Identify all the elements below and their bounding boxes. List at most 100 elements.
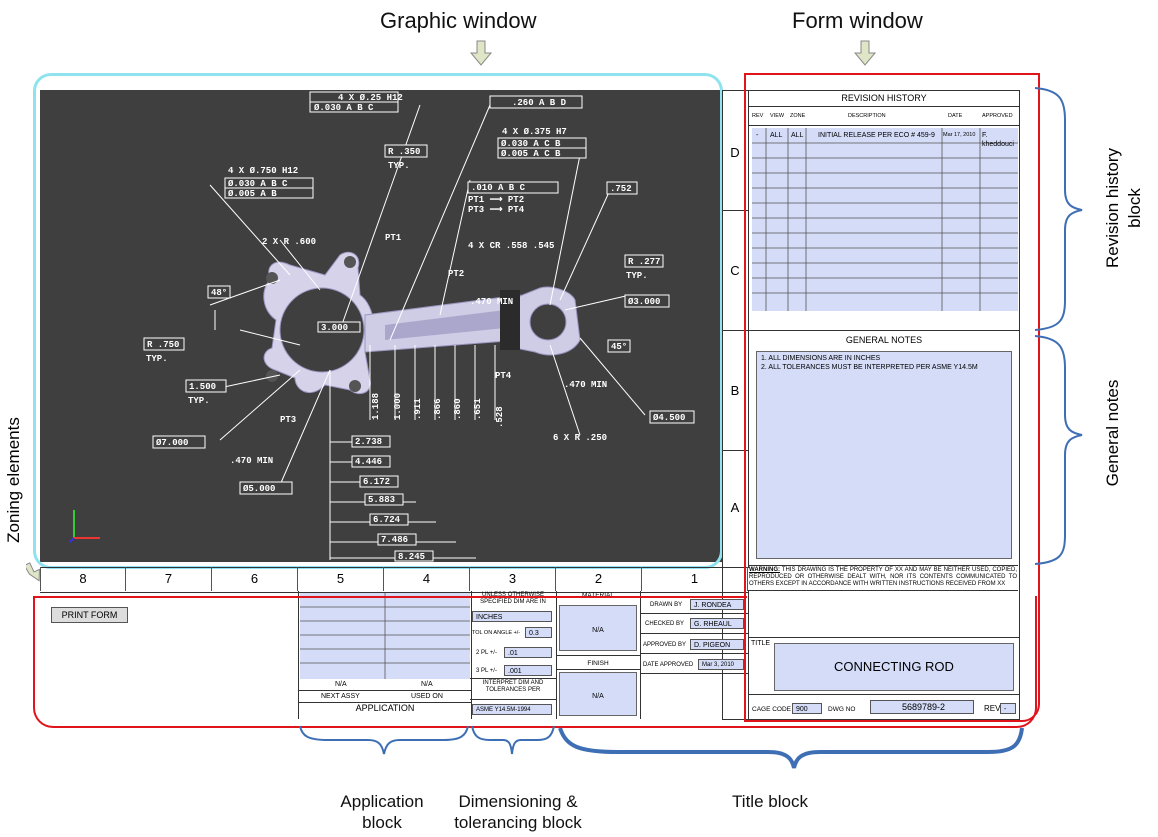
print-form-button[interactable]: PRINT FORM	[51, 607, 128, 623]
dim-label: 4 X Ø.750 H12	[228, 166, 298, 176]
graphic-window[interactable]: 4 X Ø.25 H12 Ø.030 A B C .260 A B D R .3…	[40, 90, 722, 562]
date-header: DATE	[948, 113, 963, 119]
material-block: MATERIAL N/A FINISH N/A	[556, 591, 641, 719]
dim-label: Ø.030 A C B	[501, 139, 561, 149]
zone-letter: C	[730, 263, 740, 278]
used-on-value[interactable]: N/A	[421, 681, 433, 688]
connecting-rod-drawing: 4 X Ø.25 H12 Ø.030 A B C .260 A B D R .3…	[69, 91, 695, 562]
dim-label: .470 MIN	[564, 380, 607, 390]
right-braces	[1034, 87, 1083, 565]
dim-label: .651	[473, 398, 483, 420]
dim-label: TYP.	[146, 354, 168, 364]
pl3-select[interactable]: .001	[504, 665, 552, 676]
dim-label: 48°	[211, 288, 227, 298]
dim-label: R .277	[628, 257, 660, 267]
zone-letter: D	[730, 145, 740, 160]
date-approved-field[interactable]: Mar 3, 2010	[698, 659, 744, 670]
dim-label: .260 A B D	[512, 98, 567, 108]
application-block: N/A N/A NEXT ASSY USED ON APPLICATION	[298, 591, 472, 719]
dim-label: Ø.005 A C B	[501, 149, 561, 159]
standard-select[interactable]: ASME Y14.5M-1994	[472, 704, 552, 715]
dim-label: Ø.030 A B C	[228, 179, 288, 189]
dim-label: R .750	[147, 340, 179, 350]
dim-label: PT3	[280, 415, 296, 425]
checked-by-select[interactable]: G. RHEAUL	[690, 618, 744, 629]
graphic-window-callout: Graphic window	[380, 8, 537, 33]
revision-table[interactable]: - ALL ALL INITIAL RELEASE PER ECO # 459-…	[748, 126, 1020, 313]
dim-label: Ø5.000	[243, 484, 275, 494]
general-notes-field[interactable]: 1. ALL DIMENSIONS ARE IN INCHES 2. ALL T…	[756, 351, 1012, 559]
cage-code-label: CAGE CODE	[752, 706, 792, 713]
zone-letter: B	[730, 383, 740, 398]
material-field[interactable]: N/A	[559, 605, 637, 651]
dim-label: Ø7.000	[156, 438, 188, 448]
zone-number: 2	[556, 567, 642, 591]
dim-label: 8.245	[398, 552, 425, 562]
dim-label: 3.000	[321, 323, 348, 333]
dim-label: 45°	[611, 342, 627, 352]
unless-specified-label: UNLESS OTHERWISE SPECIFIED DIM ARE IN	[480, 592, 546, 605]
warning-text: WARNING: THIS DRAWING IS THE PROPERTY OF…	[748, 565, 1018, 591]
pl2-select[interactable]: .01	[504, 647, 552, 658]
zone-number: 8	[40, 567, 126, 591]
form-window	[722, 90, 1020, 720]
dim-label: .010 A B C	[471, 183, 526, 193]
dim-label: 6 X R .250	[553, 433, 607, 443]
tol-angle-label: TOL ON ANGLE +/-	[472, 630, 521, 636]
view-header: VIEW	[770, 113, 785, 119]
next-assy-value[interactable]: N/A	[335, 681, 347, 688]
drawn-by-select[interactable]: J. RONDEA	[690, 599, 744, 610]
description-cell[interactable]: INITIAL RELEASE PER ECO # 459-9	[818, 132, 935, 139]
dwg-no-field[interactable]: 5689789-2	[870, 700, 974, 714]
dim-label: 7.486	[381, 535, 408, 545]
finish-field[interactable]: N/A	[559, 672, 637, 716]
zone-cell[interactable]: ALL	[791, 132, 804, 139]
checked-by-label: CHECKED BY	[645, 621, 685, 627]
approved-by-select[interactable]: D. PIGEON	[690, 639, 744, 650]
rev-select[interactable]: -	[1000, 703, 1016, 714]
dimensioning-block: UNLESS OTHERWISE SPECIFIED DIM ARE IN IN…	[470, 591, 557, 719]
drawn-by-label: DRAWN BY	[650, 602, 683, 608]
dim-label: .752	[610, 184, 632, 194]
dim-label: 6.172	[363, 477, 390, 487]
zone-header: ZONE	[790, 113, 806, 119]
general-notes-block: GENERAL NOTES 1. ALL DIMENSIONS ARE IN I…	[748, 331, 1020, 563]
rev-label: REV	[984, 704, 1001, 713]
dim-label: TYP.	[388, 161, 410, 171]
dim-label: 4 X Ø.375 H7	[502, 127, 567, 137]
title-field[interactable]: CONNECTING ROD	[774, 643, 1014, 691]
bottom-braces	[299, 725, 1024, 769]
zone-number: 6	[212, 567, 298, 591]
dim-label: .470 MIN	[230, 456, 273, 466]
dim-label: .470 MIN	[470, 297, 513, 307]
view-cell[interactable]: ALL	[770, 132, 783, 139]
pl2-label: 2 PL +/-	[476, 650, 497, 656]
date-approved-label: DATE APPROVED	[643, 662, 694, 668]
tol-angle-select[interactable]: 0.3	[525, 627, 552, 638]
revision-history-block: REVISION HISTORY REV VIEW ZONE DESCRIPTI…	[748, 90, 1020, 331]
title-block-callout: Title block	[732, 792, 808, 811]
dim-label: Ø4.500	[653, 413, 685, 423]
date-cell[interactable]: Mar 17, 2010	[943, 132, 976, 138]
general-notes-callout: General notes	[1103, 379, 1122, 487]
graphic-window-highlight	[33, 73, 723, 569]
units-select[interactable]: INCHES	[472, 611, 552, 622]
signatures-block: DRAWN BY J. RONDEA CHECKED BY G. RHEAUL …	[640, 591, 749, 719]
title-label: TITLE	[751, 640, 771, 647]
dim-label: 1.000	[393, 393, 403, 420]
approved-by-label: APPROVED BY	[643, 642, 687, 648]
finish-label: FINISH	[587, 660, 609, 667]
arrow-diagonal-icon	[26, 562, 40, 582]
dim-label: 1.188	[371, 393, 381, 420]
general-note-line: 1. ALL DIMENSIONS ARE IN INCHES	[761, 355, 881, 362]
dim-label: 6.724	[373, 515, 401, 525]
cage-code-select[interactable]: 900	[792, 703, 822, 714]
general-note-line: 2. ALL TOLERANCES MUST BE INTERPRETED PE…	[761, 364, 978, 371]
dim-label: 2.738	[355, 437, 382, 447]
rev-cell[interactable]: -	[756, 132, 759, 139]
approved-cell[interactable]: F. kheddouci	[982, 132, 1014, 148]
dim-label: .860	[453, 398, 463, 420]
general-notes-title: GENERAL NOTES	[845, 335, 923, 345]
zoning-elements-callout: Zoning elements	[4, 417, 23, 543]
dim-label: PT1	[385, 233, 402, 243]
